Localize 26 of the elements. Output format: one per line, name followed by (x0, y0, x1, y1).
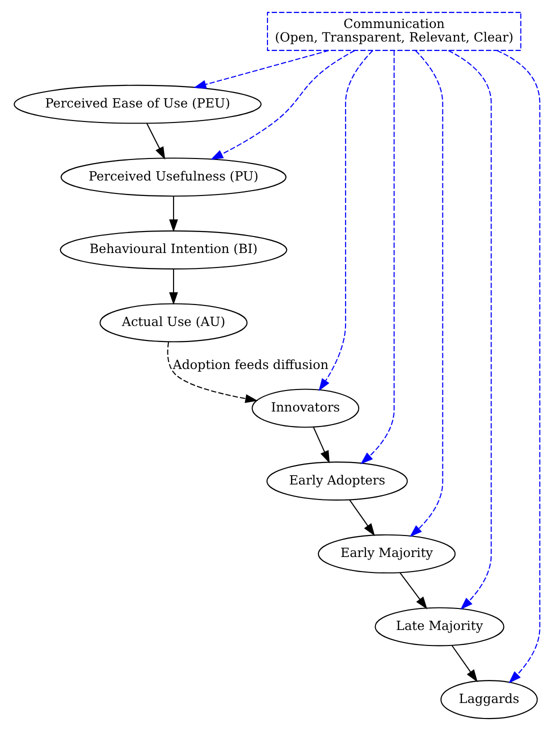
node-ellipse: Actual Use (AU) (100, 303, 248, 342)
node-ellipse: Innovators (252, 388, 360, 428)
node-ellipse: Late Majority (374, 607, 504, 646)
node-ellipse: Early Adopters (266, 462, 408, 501)
node-ellipse: Perceived Usefulness (PU) (60, 158, 286, 197)
arrow (167, 342, 258, 403)
arrow (210, 50, 355, 160)
arrow (312, 426, 330, 464)
arrow (349, 500, 375, 536)
arrow (496, 50, 540, 684)
arrow (169, 269, 178, 305)
arrow (146, 123, 166, 160)
arrow (194, 50, 329, 89)
arrow (360, 50, 395, 464)
node-ellipse: Behavioural Intention (BI) (60, 230, 288, 270)
arrow (410, 50, 444, 538)
arrow (169, 196, 178, 232)
arrow (452, 645, 478, 682)
arrow (318, 50, 374, 392)
node-ellipse: Perceived Ease of Use (PEU) (14, 84, 262, 124)
arrow (448, 50, 492, 610)
edge-label: Adoption feeds diffusion (172, 356, 328, 372)
arrow (400, 572, 428, 610)
node-ellipse: Laggards (440, 680, 538, 720)
node-ellipse: Early Majority (318, 534, 456, 574)
node-box: Communication (Open, Transparent, Relevant, Clear) (266, 12, 522, 51)
